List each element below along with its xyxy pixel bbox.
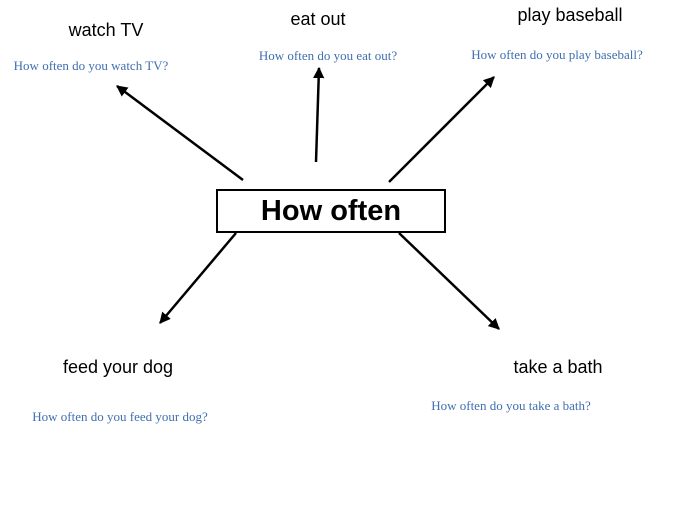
activity-label-eat-out: eat out	[290, 9, 346, 29]
activity-label-play-baseball: play baseball	[517, 5, 623, 25]
question-eat-out: How often do you eat out?	[258, 48, 398, 63]
activity-label-feed-your-dog: feed your dog	[62, 357, 174, 377]
question-feed-your-dog: How often do you feed your dog?	[32, 409, 208, 424]
arrow-feed-your-dog	[159, 232, 237, 324]
arrow-eat-out	[313, 66, 325, 163]
activity-label-watch-tv: watch TV	[68, 20, 144, 40]
question-take-a-bath: How often do you take a bath?	[431, 398, 591, 413]
center-node: How often	[216, 189, 446, 233]
question-play-baseball: How often do you play baseball?	[471, 47, 643, 62]
arrow-take-a-bath	[398, 232, 500, 330]
arrow-watch-tv	[116, 84, 244, 182]
question-watch-tv: How often do you watch TV?	[13, 58, 169, 73]
activity-label-take-a-bath: take a bath	[513, 357, 603, 377]
arrow-play-baseball	[388, 76, 495, 183]
